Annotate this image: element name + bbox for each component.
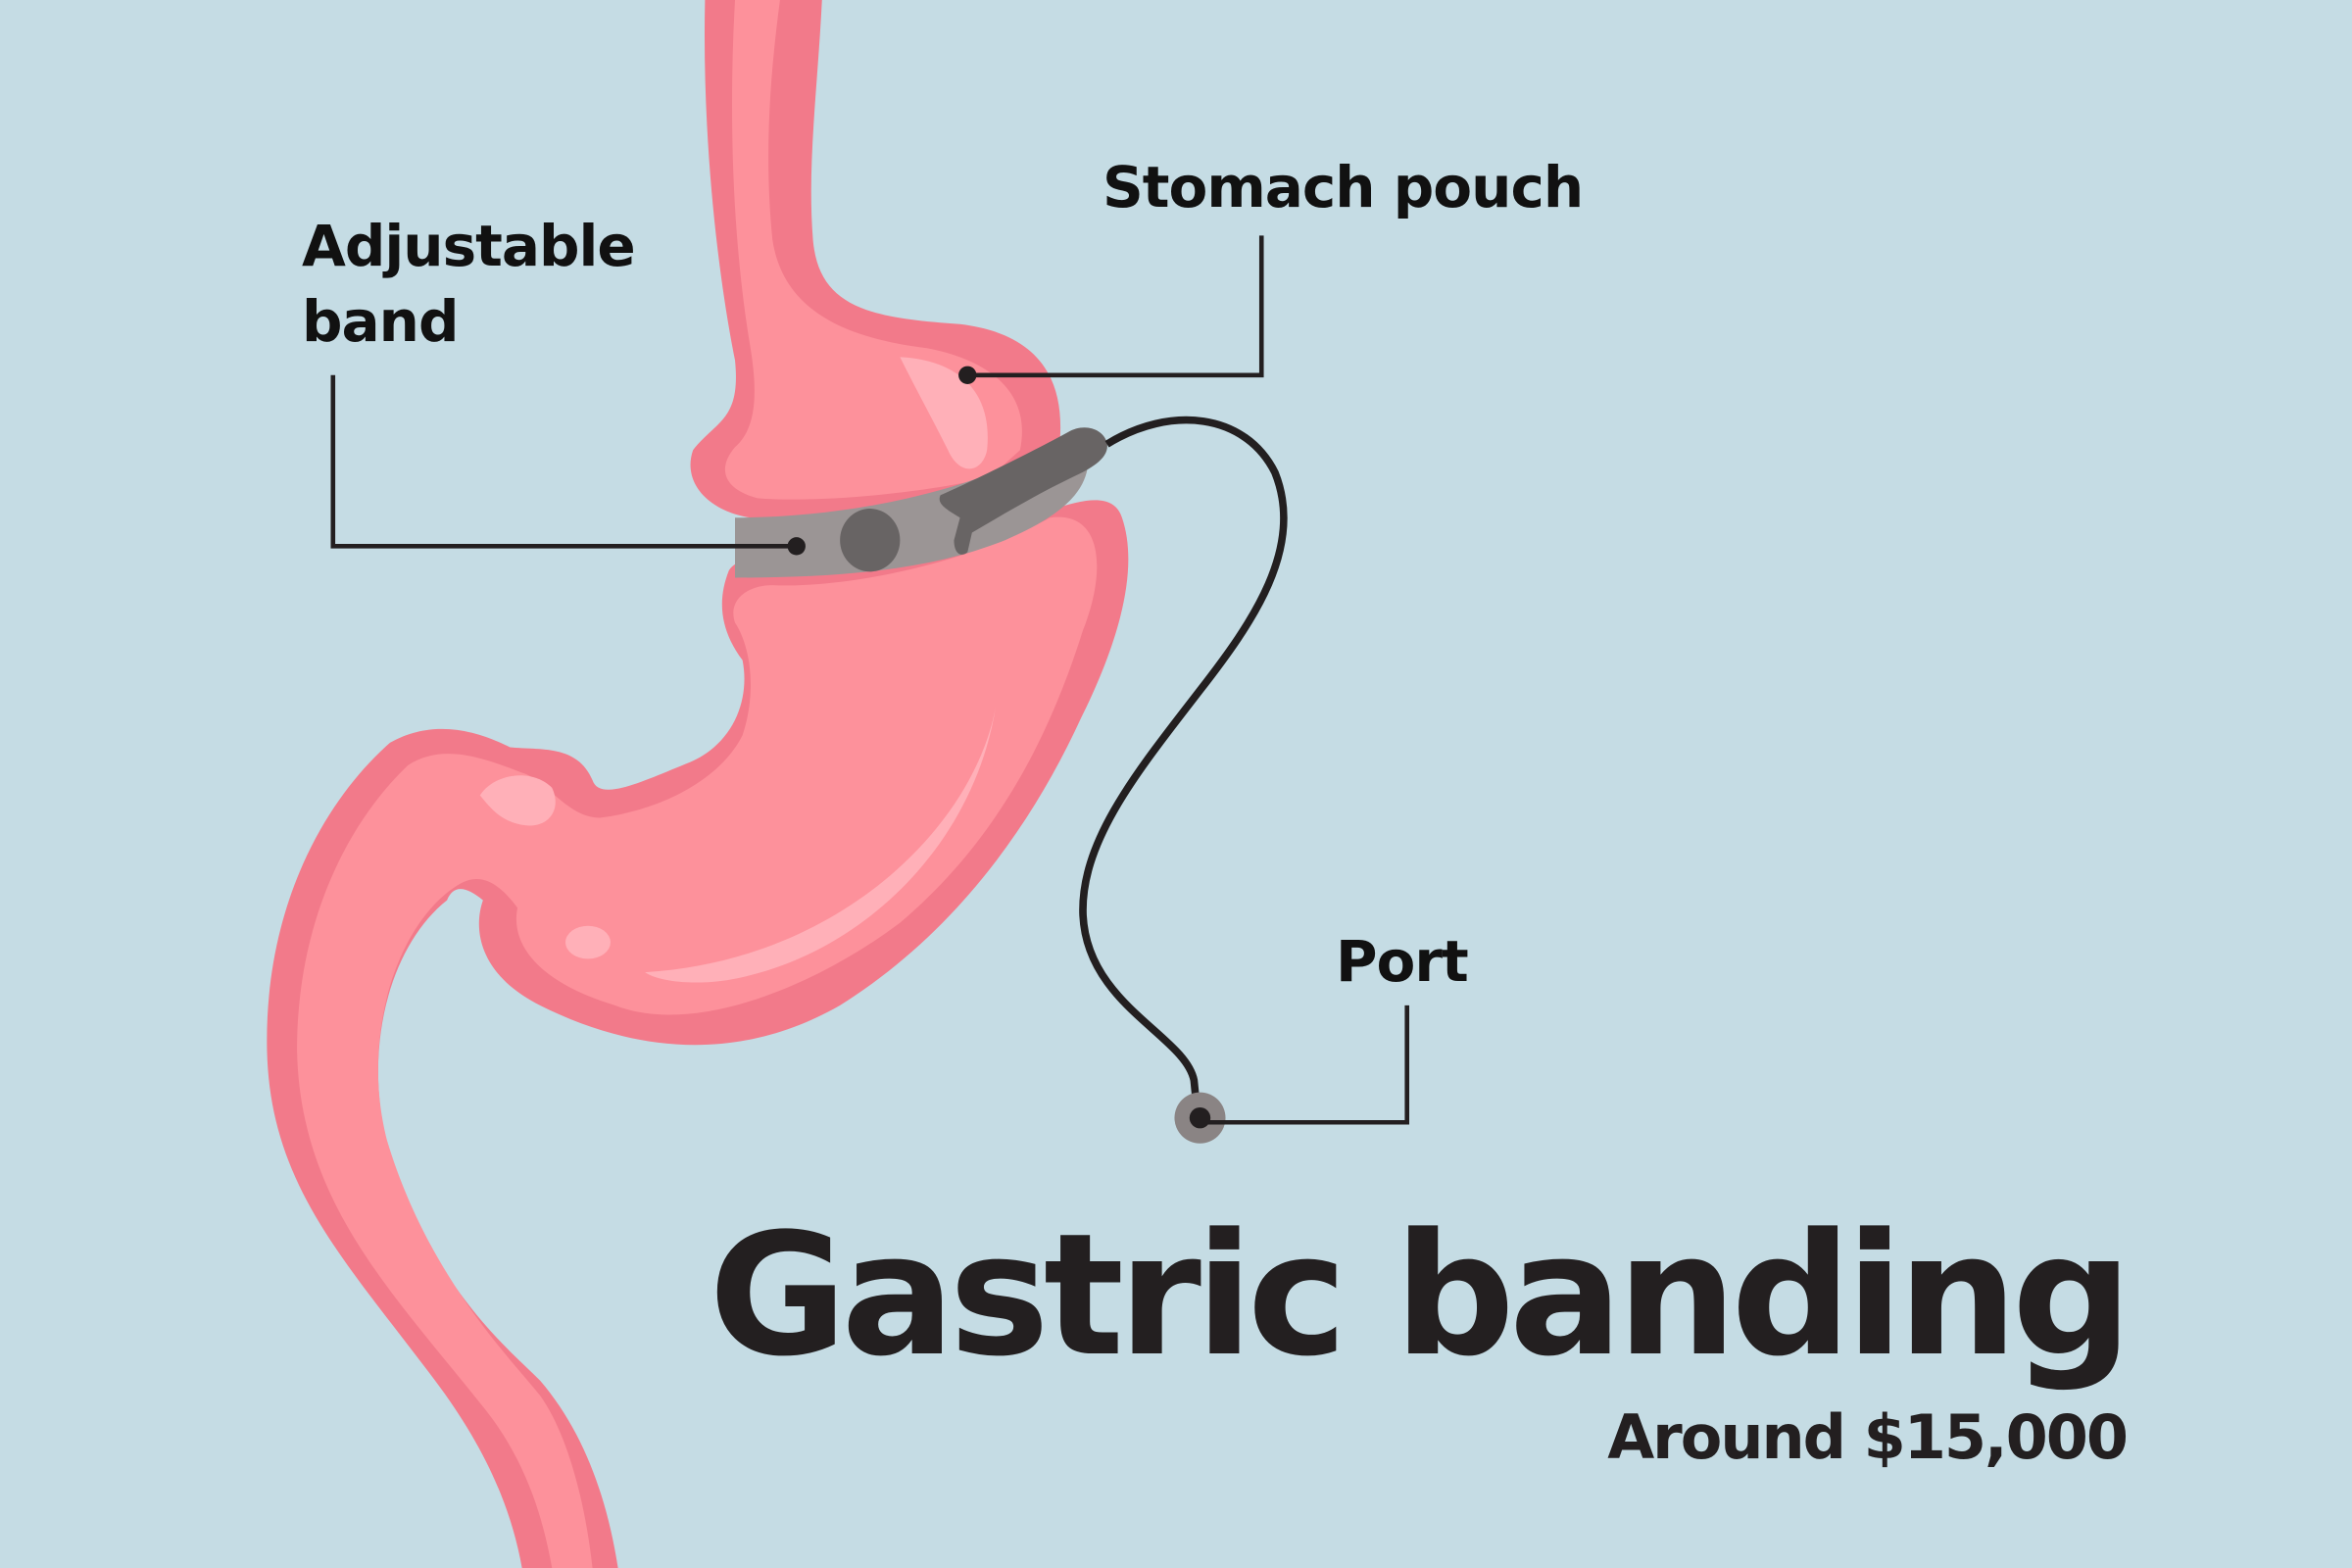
port-label: Port [1336, 928, 1469, 995]
stomach-highlight [645, 705, 997, 983]
stomach-illustration [267, 0, 1129, 1568]
tubing [1079, 416, 1288, 1111]
adjustable-band-label-line1: Adjustable [302, 213, 636, 279]
stomach-inner [297, 516, 1098, 1568]
pouch-leader-line [967, 235, 1264, 378]
small-highlight [565, 925, 611, 959]
pouch-leader-dot [958, 366, 977, 384]
port-leader-line [1200, 1004, 1410, 1125]
adjustable-band-device [735, 416, 1288, 1144]
band-leader-line [330, 374, 796, 549]
adjustable-band-label: Adjustable band [302, 209, 636, 360]
pylorus-highlight [479, 775, 556, 826]
adjustable-band-label-line2: band [302, 288, 459, 355]
stomach-pouch-label: Stomach pouch [1102, 154, 1584, 220]
cost-subtitle: Around $15,000 [1607, 1401, 2129, 1473]
band-leader-dot [787, 537, 806, 556]
leader-lines [330, 235, 1410, 1125]
band-buckle [840, 509, 901, 572]
diagram-title: Gastric banding [709, 1197, 2132, 1394]
band-connector [939, 427, 1107, 555]
pouch-highlight [900, 357, 988, 469]
